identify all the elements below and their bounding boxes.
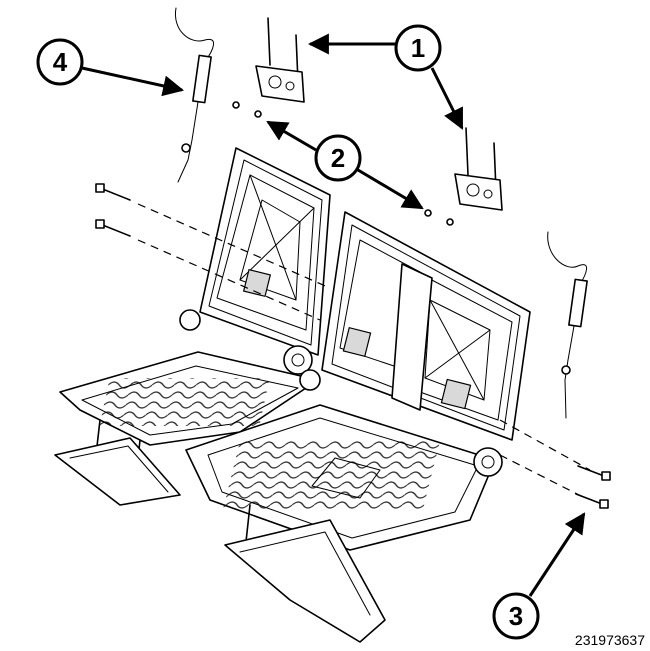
seat-hinge-left bbox=[179, 309, 313, 375]
svg-text:4: 4 bbox=[53, 47, 68, 77]
right-seat-back bbox=[321, 211, 531, 441]
latch-lower bbox=[454, 127, 503, 211]
right-seat-cushion bbox=[185, 404, 496, 643]
alignment-lines bbox=[137, 203, 591, 499]
latch-upper bbox=[255, 17, 305, 103]
callout-4: 4 bbox=[36, 38, 185, 97]
cable-actuator-left bbox=[174, 7, 214, 183]
left-seat-back bbox=[199, 147, 331, 356]
callout-1: 1 bbox=[307, 24, 464, 130]
cable-actuator-right bbox=[547, 231, 588, 419]
bolts-right bbox=[575, 465, 611, 509]
bolts-left bbox=[95, 183, 131, 237]
left-seat-cushion bbox=[54, 351, 319, 506]
callout-2: 2 bbox=[266, 120, 424, 210]
callout-3: 3 bbox=[492, 512, 586, 640]
nuts bbox=[232, 101, 454, 226]
svg-text:3: 3 bbox=[509, 601, 523, 631]
seat-hinge-right bbox=[299, 369, 503, 477]
svg-text:1: 1 bbox=[411, 33, 425, 63]
svg-text:2: 2 bbox=[331, 143, 345, 173]
figure-reference-number: 231973637 bbox=[575, 632, 645, 648]
